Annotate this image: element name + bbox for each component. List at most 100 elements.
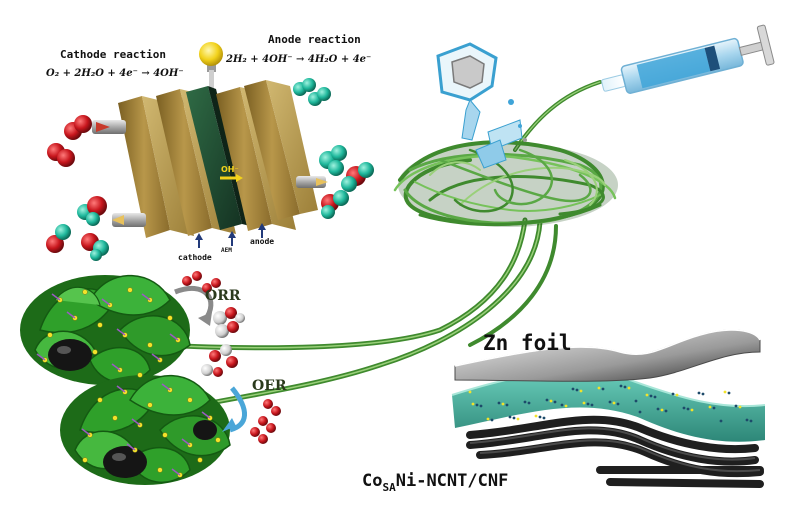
layer-particle: [686, 407, 690, 411]
oer-reaction-icon: [201, 344, 281, 444]
single-atom-dot: [197, 457, 203, 463]
spinneret-icon: [436, 42, 527, 169]
layer-particle: [660, 408, 664, 412]
single-atom-dot: [187, 397, 193, 403]
layer-particle: [719, 419, 723, 423]
ligand-strand: [201, 411, 211, 419]
anode-reaction-equation: 2H₂ + 4OH⁻ → 4H₂O + 4e⁻: [225, 54, 371, 65]
single-atom-dot: [97, 397, 103, 403]
fuel-cell-icon: [92, 42, 328, 248]
layer-particle: [586, 402, 590, 406]
single-atom-dot: [97, 322, 103, 328]
ligand-strand: [101, 298, 111, 306]
layer-particle: [701, 392, 705, 396]
light-bulb-icon: [199, 42, 223, 96]
layer-particle: [671, 392, 675, 396]
single-atom-dot: [167, 315, 173, 321]
cathode-reaction-title: Cathode reaction: [60, 48, 166, 61]
ligand-strand: [171, 468, 181, 476]
layer-particle: [623, 385, 627, 389]
catalyst-layer: [452, 371, 765, 442]
single-atom-dot: [127, 287, 133, 293]
layer-particle: [645, 393, 649, 397]
layer-particle: [675, 393, 679, 397]
layer-particle: [664, 409, 668, 413]
layer-particle: [497, 401, 501, 405]
fiber-mat-icon: [393, 140, 618, 227]
ligand-strand: [81, 428, 91, 436]
single-atom-dot: [147, 402, 153, 408]
layer-particle: [516, 417, 520, 421]
ligand-strand: [169, 333, 179, 341]
zn-foil-label: Zn foil: [483, 331, 572, 355]
layer-particle: [734, 404, 738, 408]
layer-particle: [505, 403, 509, 407]
layer-particle: [745, 418, 749, 422]
layer-particle: [486, 417, 490, 421]
layer-particle: [560, 403, 564, 407]
anode-reaction-title: Anode reaction: [268, 33, 361, 46]
cathode-reaction-equation: O₂ + 2H₂O + 4e⁻ → 4OH⁻: [46, 68, 184, 79]
layer-particle: [471, 402, 475, 406]
catalyst-label: CoSANi-NCNT/CNF: [362, 471, 508, 494]
layer-particle: [627, 386, 631, 390]
single-atom-dot: [215, 437, 221, 443]
layer-particle: [649, 394, 653, 398]
layer-particle: [468, 390, 472, 394]
ligand-strand: [161, 383, 171, 391]
ligand-strand: [51, 293, 61, 301]
single-atom-dot: [82, 457, 88, 463]
layer-particle: [682, 406, 686, 410]
layer-particle: [545, 398, 549, 402]
catalyst-cluster-icon: [20, 274, 231, 485]
layer-particle: [579, 389, 583, 393]
syringe-icon: [601, 24, 775, 94]
anode-label: anode: [250, 237, 274, 246]
layer-particle: [653, 395, 657, 399]
layer-particle: [575, 388, 579, 392]
single-atom-dot: [47, 332, 53, 338]
oer-label: OER: [252, 378, 287, 394]
catalyst-label-subscript: SA: [382, 481, 396, 494]
cathode-label: cathode: [178, 253, 212, 262]
layer-particle: [638, 410, 642, 414]
single-atom-dot: [157, 467, 163, 473]
zn-foil-icon: [451, 329, 766, 488]
aem-label: AEM: [221, 247, 232, 254]
catalyst-label-suffix: Ni-NCNT/CNF: [396, 471, 509, 491]
ligand-strand: [126, 443, 136, 451]
layer-particle: [616, 402, 620, 406]
single-atom-dot: [92, 349, 98, 355]
layer-particle: [564, 404, 568, 408]
ligand-strand: [116, 385, 126, 393]
layer-particle: [712, 406, 716, 410]
single-atom-dot: [82, 289, 88, 295]
layer-particle: [597, 386, 601, 390]
layer-particle: [749, 419, 753, 423]
ligand-strand: [36, 353, 46, 361]
layer-particle: [542, 416, 546, 420]
layer-particle: [723, 390, 727, 394]
layer-particle: [490, 418, 494, 422]
layer-particle: [619, 384, 623, 388]
layer-particle: [534, 414, 538, 418]
orr-label: ORR: [205, 288, 241, 304]
single-atom-dot: [112, 415, 118, 421]
layer-particle: [690, 408, 694, 412]
layer-particle: [708, 405, 712, 409]
ligand-strand: [181, 438, 191, 446]
layer-particle: [479, 404, 483, 408]
layer-particle: [738, 405, 742, 409]
layer-particle: [512, 416, 516, 420]
layer-particle: [727, 391, 731, 395]
ligand-strand: [141, 293, 151, 301]
layer-particle: [634, 399, 638, 403]
orr-reaction-icon: [174, 271, 245, 338]
layer-particle: [601, 387, 605, 391]
layer-particle: [571, 387, 575, 391]
layer-particle: [527, 401, 531, 405]
layer-particle: [553, 400, 557, 404]
fiber-bundle-icon: [157, 80, 602, 408]
layer-particle: [697, 391, 701, 395]
